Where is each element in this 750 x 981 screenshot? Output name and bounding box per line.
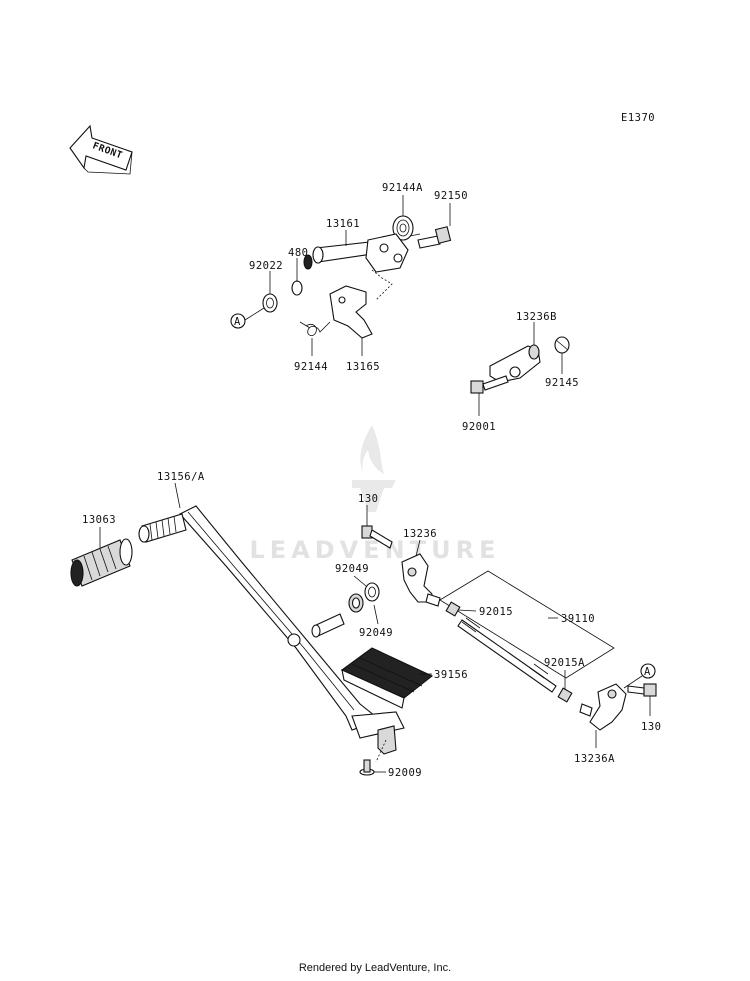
callout-39110: 39110 (561, 613, 595, 625)
watermark-text: LEADVENTURE (250, 536, 501, 564)
callout-92144a: 92144A (382, 182, 423, 194)
callout-13063: 13063 (82, 514, 116, 526)
front-arrow-icon: FRONT (69, 124, 133, 175)
callout-13236: 13236 (403, 528, 437, 540)
foot-rubber-13063-part (70, 538, 133, 587)
callout-13236a: 13236A (574, 753, 615, 765)
pivot-shaft-part (311, 613, 345, 638)
lever-13236-part (401, 553, 441, 607)
seal-92049-a-part (364, 582, 380, 602)
bolt-130-lower-part (627, 683, 657, 697)
seal-92049-b-part (348, 593, 364, 613)
callout-92001: 92001 (462, 421, 496, 433)
lever-13236b-part (489, 344, 541, 383)
callout-92049-a: 92049 (335, 563, 369, 575)
watermark-logo (352, 425, 396, 512)
callout-92145: 92145 (545, 377, 579, 389)
lever-13236a-part (579, 683, 627, 731)
callout-13161: 13161 (326, 218, 360, 230)
footer-credit: Rendered by LeadVenture, Inc. (298, 962, 452, 974)
ref-marker-a-right-label: A (644, 666, 651, 678)
ref-marker-a-left (230, 313, 246, 329)
spring-92144-part (299, 321, 331, 336)
callout-92022: 92022 (249, 260, 283, 272)
washer-92022-part (262, 293, 278, 313)
callout-130-lower: 130 (641, 721, 661, 733)
diagram-code: E1370 (621, 112, 655, 124)
callout-130-upper: 130 (358, 493, 378, 505)
callout-13156a: 13156/A (157, 471, 205, 483)
arm-13165-part (329, 285, 373, 339)
callout-92049-b: 92049 (359, 627, 393, 639)
pedal-pad-39156-part (340, 647, 434, 709)
ref-marker-a-left-label: A (234, 316, 241, 328)
clip-92145-part (554, 336, 570, 354)
nut-92015a-part (557, 687, 573, 703)
shift-pedal-13156a-part (138, 505, 405, 755)
callout-13236b: 13236B (516, 311, 557, 323)
shift-shaft-13161-part (303, 233, 409, 273)
callout-92150: 92150 (434, 190, 468, 202)
rod-assembly-box (439, 570, 615, 679)
bolt-92150-part (417, 226, 452, 249)
callout-92144: 92144 (294, 361, 328, 373)
callout-13165: 13165 (346, 361, 380, 373)
callout-480: 480 (288, 247, 308, 259)
tie-rod-part (457, 617, 557, 693)
callout-39156: 39156 (434, 669, 468, 681)
callout-92009: 92009 (388, 767, 422, 779)
circlip-480-part (291, 280, 303, 296)
nut-92015-part (445, 601, 461, 617)
bolt-92001-part (470, 375, 509, 394)
ref-marker-a-right (640, 663, 656, 679)
callout-92015: 92015 (479, 606, 513, 618)
screw-92009-part (359, 759, 375, 776)
callout-92015a: 92015A (544, 657, 585, 669)
